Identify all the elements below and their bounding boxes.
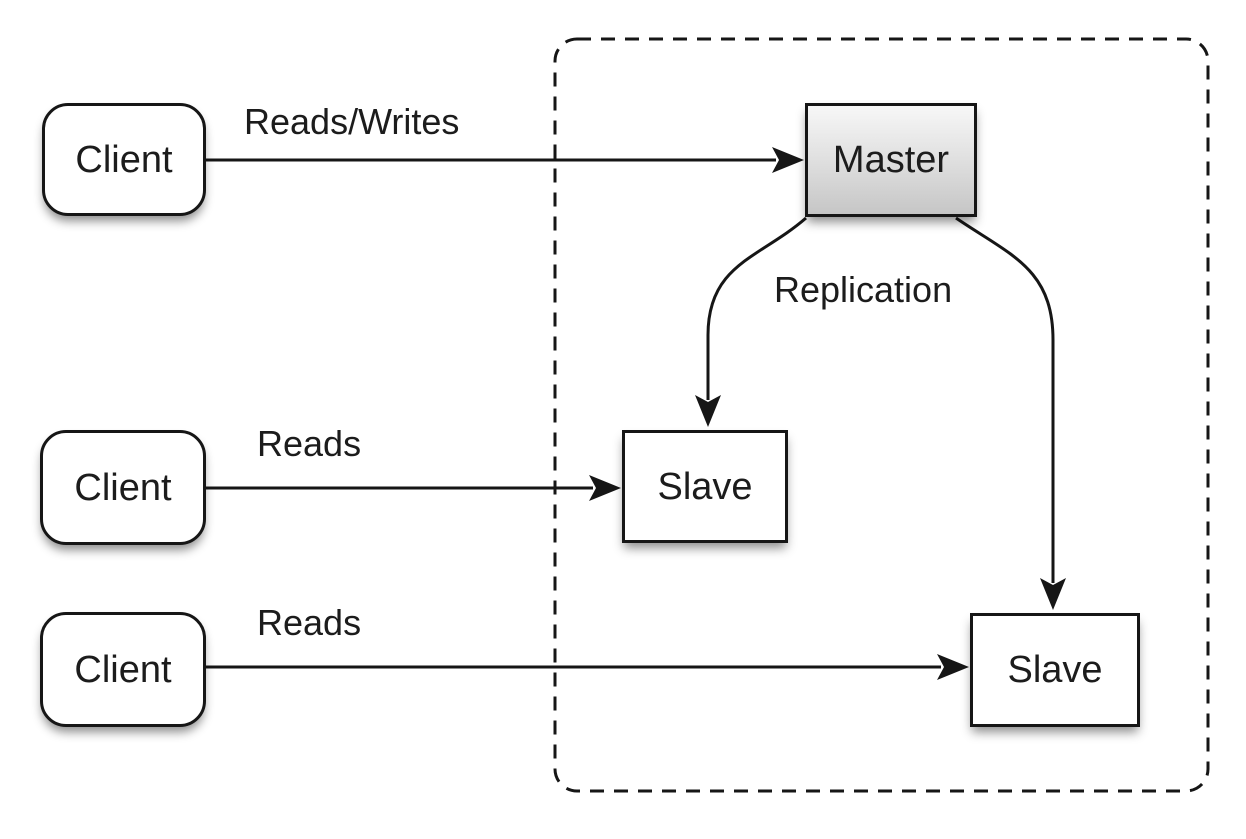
node-client-3: Client <box>40 612 206 727</box>
replication-group-dashed-border <box>553 37 1210 793</box>
node-client-1-label: Client <box>75 138 173 181</box>
node-client-2: Client <box>40 430 206 545</box>
node-client-2-label: Client <box>74 466 172 509</box>
node-client-3-label: Client <box>74 648 172 691</box>
edge-label-reads-writes: Reads/Writes <box>244 101 460 142</box>
node-master-label: Master <box>832 139 950 181</box>
arrow-master-to-slave1 <box>695 216 807 427</box>
edge-label-replication: Replication <box>774 269 953 310</box>
arrowhead-right-icon <box>937 654 969 680</box>
edge-label-reads-middle: Reads <box>257 423 362 464</box>
node-slave-2: Slave <box>970 613 1140 727</box>
arrow-master-to-slave2 <box>955 216 1066 610</box>
arrow-client1-to-master <box>206 147 804 173</box>
arrow-client3-to-slave2 <box>206 654 969 680</box>
arrowhead-down-icon <box>1040 578 1066 610</box>
arrow-client2-to-slave1 <box>206 475 621 501</box>
arrowhead-right-icon <box>589 475 621 501</box>
node-slave-2-label: Slave <box>1007 649 1103 691</box>
node-slave-1-label: Slave <box>657 465 753 508</box>
arrowhead-down-icon <box>695 395 721 427</box>
arrowhead-right-icon <box>772 147 804 173</box>
node-master: Master <box>805 103 977 217</box>
node-slave-1: Slave <box>622 430 788 543</box>
node-client-1: Client <box>42 103 206 216</box>
edge-label-reads-bottom: Reads <box>257 602 362 643</box>
